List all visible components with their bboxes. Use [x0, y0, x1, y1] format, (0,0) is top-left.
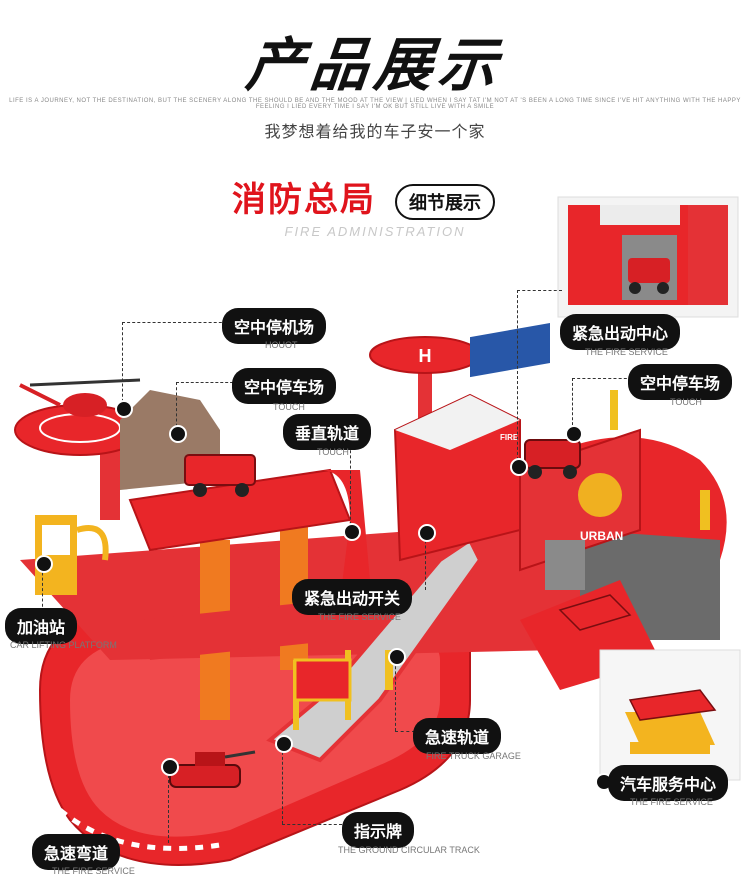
- callout-heliport-sub: HOUOT: [265, 340, 298, 350]
- callout-signpost: 指示牌: [342, 812, 415, 848]
- callout-sky-parking-left: 空中停车场: [232, 368, 337, 404]
- leader-line-fast-track-h: [395, 731, 415, 733]
- leader-line-signpost-h: [282, 824, 342, 826]
- callout-sky-parking-left-sub: TOUCH: [273, 402, 305, 412]
- callout-sky-parking-right-sub: TOUCH: [670, 397, 702, 407]
- callout-sky-parking-right: 空中停车场: [628, 364, 733, 400]
- tank-toy: [169, 764, 241, 788]
- svg-text:H: H: [419, 346, 432, 366]
- leader-line-parking-left-v: [176, 382, 178, 432]
- section-subtitle-en: FIRE ADMINISTRATION: [284, 224, 466, 239]
- callout-fast-track: 急速轨道: [413, 718, 502, 754]
- callout-fast-curve: 急速弯道: [32, 834, 121, 870]
- track-stripe: [58, 808, 221, 851]
- callout-gas-station: 加油站: [5, 608, 78, 644]
- section-title: 消防总局: [232, 180, 376, 220]
- marker-parking-left: [169, 425, 187, 443]
- subtitle: 我梦想着给我的车子安一个家: [264, 122, 486, 141]
- marker-fast-curve: [161, 758, 179, 776]
- callout-fast-track-sub: FIRE TRUCK GARAGE: [426, 751, 521, 761]
- callout-emergency-switch-sub: THE FIRE SERVICE: [318, 612, 401, 622]
- leader-line-parking-left-h: [176, 382, 238, 384]
- callout-emergency-center: 紧急出动中心: [560, 314, 681, 350]
- tower-deck-lower: [140, 600, 340, 660]
- vertical-track: [320, 470, 370, 600]
- heliport-pillar: [100, 440, 120, 520]
- marker-switch: [418, 524, 436, 542]
- leader-line-vertical-track: [350, 440, 352, 530]
- leader-line-switch-v: [425, 530, 427, 590]
- leader-line-signpost-v: [282, 742, 284, 824]
- garage-door: [545, 540, 585, 590]
- marker-signpost: [275, 735, 293, 753]
- detail-pill: 细节展示: [395, 184, 495, 220]
- leader-line-heliport-v: [122, 322, 125, 407]
- race-car-toy: [558, 594, 632, 631]
- helicopter-body: [63, 393, 107, 417]
- leader-line-gas-v: [42, 562, 44, 612]
- callout-emergency-switch: 紧急出动开关: [292, 579, 413, 615]
- traffic-light-far-right: [700, 490, 710, 530]
- signpost-board: [293, 658, 352, 702]
- callout-emergency-center-sub: THE FIRE SERVICE: [585, 347, 668, 357]
- urban-sign-text: URBAN: [580, 529, 623, 543]
- callout-service-center-sub: THE FIRE SERVICE: [630, 797, 713, 807]
- traffic-light-right: [610, 390, 618, 430]
- leader-line-parking-right-h: [572, 378, 632, 380]
- callout-service-center: 汽车服务中心: [608, 765, 729, 801]
- traffic-light-mid: [385, 650, 393, 690]
- fire-department-sign: [470, 323, 550, 378]
- leader-line-emergency-center-h: [517, 290, 562, 292]
- marker-heliport: [115, 400, 133, 418]
- marker-fast-track: [388, 648, 406, 666]
- callout-vertical-track-sub: TOUCH: [317, 447, 349, 457]
- inset-service-center: [599, 649, 741, 781]
- leader-line-emergency-center-v: [517, 290, 519, 465]
- tagline: LIFE IS A JOURNEY, NOT THE DESTINATION, …: [9, 98, 741, 110]
- fire-department-sign-text: FIRE DEPARTMENT: [500, 433, 576, 442]
- leader-line-curve-v: [168, 765, 170, 843]
- leader-line-parking-right-v: [572, 378, 574, 430]
- callout-vertical-track: 垂直轨道: [283, 414, 372, 450]
- inset-emergency-center: [557, 196, 739, 318]
- fire-truck-toy: [184, 454, 256, 486]
- marker-parking-right: [565, 425, 583, 443]
- callout-fast-curve-sub: THE FIRE SERVICE: [52, 866, 135, 876]
- jeep-toy: [524, 439, 581, 469]
- marker-emergency-center: [510, 458, 528, 476]
- leader-line-fast-track-v: [395, 656, 397, 731]
- callout-signpost-sub: THE GROUND CIRCULAR TRACK: [338, 845, 480, 855]
- callout-heliport: 空中停机场: [222, 308, 327, 344]
- helicopter-rotor: [29, 378, 141, 387]
- marker-gas-station: [35, 555, 53, 573]
- leader-line-heliport-h: [122, 322, 232, 324]
- marker-vertical-track: [343, 523, 361, 541]
- callout-gas-station-sub: CAR LIFTING PLATFORM: [10, 640, 117, 650]
